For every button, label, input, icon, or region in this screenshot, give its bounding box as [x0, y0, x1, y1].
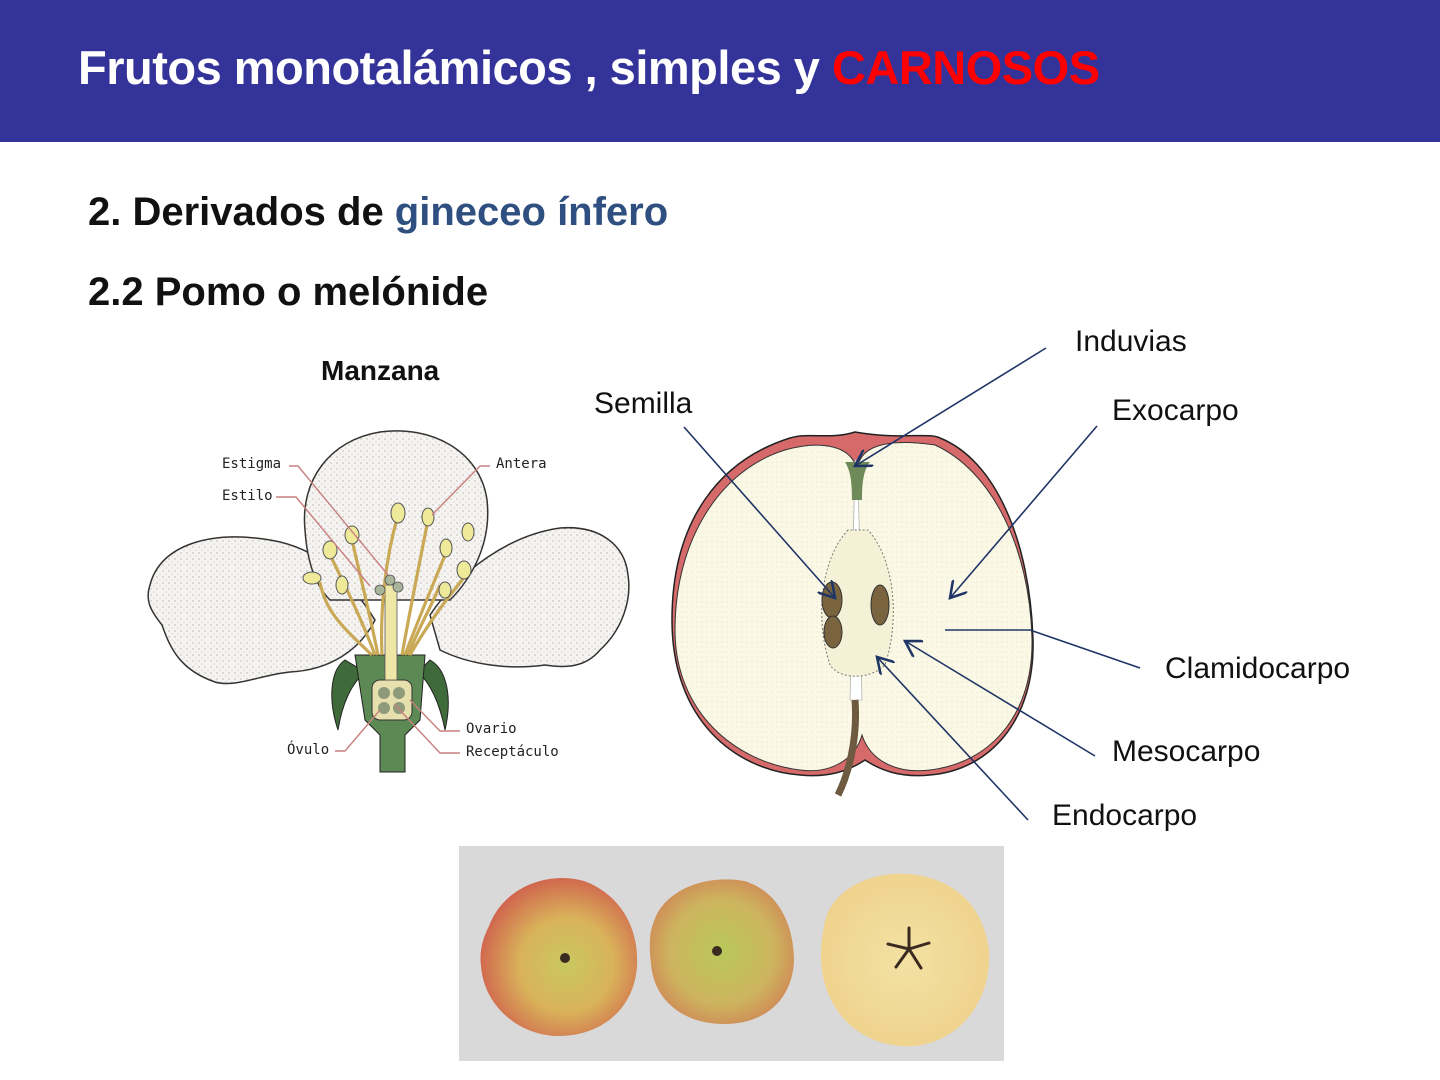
- label-exocarpo: Exocarpo: [1112, 394, 1239, 427]
- subheading-pomo: 2.2 Pomo o melónide: [88, 270, 489, 314]
- subheading-text: 2. Derivados de: [88, 190, 395, 234]
- label-mesocarpo: Mesocarpo: [1112, 735, 1261, 768]
- label-receptaculo: Receptáculo: [466, 744, 559, 760]
- label-ovario: Ovario: [466, 721, 517, 737]
- label-clamidocarpo: Clamidocarpo: [1165, 652, 1351, 685]
- title-accent: CARNOSOS: [831, 41, 1100, 94]
- flower-illustration: [147, 430, 630, 773]
- title-banner: Frutos monotalámicos , simples y CARNOSO…: [0, 0, 1440, 142]
- apple-section-illustration: [671, 431, 1034, 797]
- subheading-derivados: 2. Derivados de gineceo ínfero: [88, 190, 668, 235]
- apple-core-star: [886, 926, 931, 970]
- label-semilla: Semilla: [594, 387, 693, 420]
- label-estigma: Estigma: [222, 456, 282, 472]
- slide-title: Frutos monotalámicos , simples y CARNOSO…: [78, 40, 1100, 95]
- flower-leader-lines: [276, 465, 490, 754]
- fruit-pointer-arrows: [683, 347, 1141, 821]
- flower-diagram-title: Manzana: [321, 355, 440, 386]
- label-endocarpo: Endocarpo: [1052, 799, 1198, 832]
- apples-photo-art: [480, 873, 990, 1047]
- label-estilo: Estilo: [222, 488, 273, 504]
- apples-photo: [459, 846, 1004, 1061]
- label-ovulo: Óvulo: [287, 742, 330, 758]
- label-antera: Antera: [496, 456, 547, 472]
- title-text: Frutos monotalámicos , simples y: [78, 41, 832, 94]
- subheading-accent: gineceo ínfero: [394, 190, 669, 234]
- label-induvias: Induvias: [1075, 325, 1187, 358]
